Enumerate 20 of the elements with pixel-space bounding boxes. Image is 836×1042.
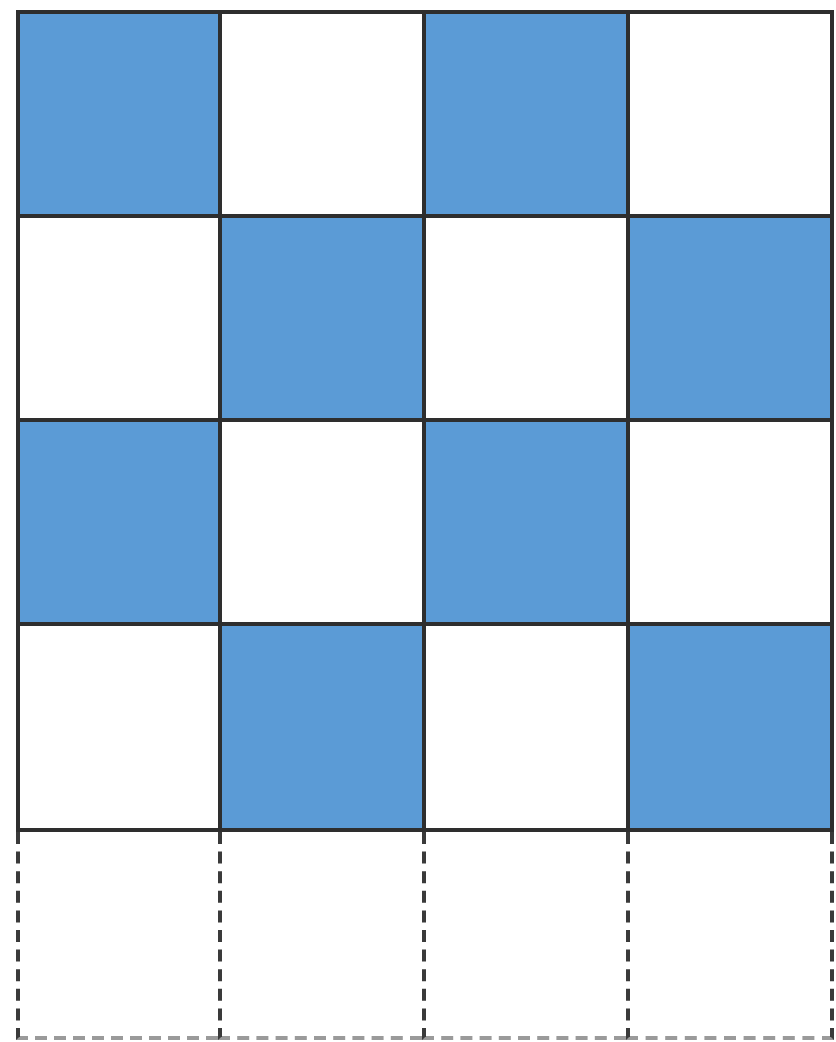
dashed-square (218, 832, 422, 1040)
grid-square (20, 422, 218, 622)
grid-square (630, 14, 830, 214)
grid-square (426, 14, 626, 214)
grid-square (222, 422, 422, 622)
grid-square (426, 218, 626, 418)
dashed-square (16, 832, 218, 1040)
grid-square (20, 218, 218, 418)
grid-square (20, 14, 218, 214)
grid-square (20, 626, 218, 828)
grid-square (630, 626, 830, 828)
dashed-square (626, 832, 834, 1040)
grid-square (630, 422, 830, 622)
grid-square (222, 626, 422, 828)
dashed-square (422, 832, 626, 1040)
grid-square (426, 422, 626, 622)
grid-square (222, 14, 422, 214)
grid-square (630, 218, 830, 418)
grid-square (426, 626, 626, 828)
grid-square (222, 218, 422, 418)
